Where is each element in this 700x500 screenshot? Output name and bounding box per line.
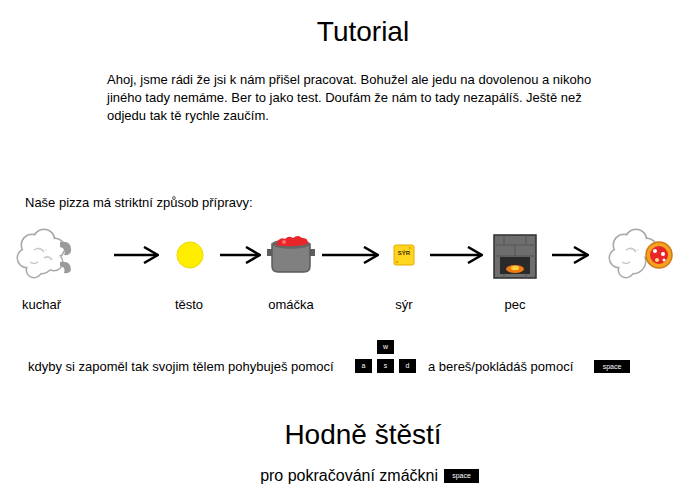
chef-detail: [622, 248, 636, 263]
oven-station: pec: [482, 228, 548, 318]
key-label: s: [377, 359, 394, 373]
chef-outline: [18, 230, 64, 277]
chef-hand: [60, 242, 71, 274]
intro-text: Ahoj, jsme rádi že jsi k nám přišel prac…: [107, 71, 617, 125]
sauce: [276, 236, 308, 246]
key-cap: w: [377, 340, 394, 354]
heading-text: Hodně štěstí: [163, 417, 563, 453]
oven-bricks: [494, 235, 536, 278]
pizza-topping: [661, 252, 665, 256]
prompt-text: pro pokračování zmáčkni: [260, 465, 438, 487]
sauce-station: omáčka: [260, 228, 322, 318]
oven-icon: [494, 235, 536, 278]
sauce-pot-icon: [267, 236, 315, 272]
cheese-hole: [409, 247, 412, 250]
chef-fill: [18, 230, 64, 277]
arrow: [552, 254, 588, 257]
sauce-shine: [282, 240, 286, 244]
pizza-topping: [653, 249, 657, 253]
pizza-topping: [663, 259, 666, 262]
chef-icon: [18, 230, 71, 277]
pizza: [646, 242, 672, 268]
key-cap: a: [355, 359, 372, 373]
key-label: space: [444, 469, 479, 483]
instruction-text: kdyby si zapoměl tak svojim tělem pohybu…: [28, 358, 334, 376]
flow-arrow: [220, 254, 260, 257]
chef-station: kuchař: [10, 228, 114, 318]
oven-mouth: [500, 257, 530, 274]
key-cap: space: [594, 360, 630, 373]
key-label: w: [377, 340, 394, 354]
key-label: d: [399, 359, 416, 373]
oven-fire: [506, 265, 524, 273]
title: Tutorial: [163, 14, 563, 50]
key-cap: space: [444, 469, 479, 483]
oven-body: [494, 235, 536, 278]
station-label: omáčka: [260, 296, 322, 314]
chef-puff: [27, 263, 41, 277]
flow-arrow: [114, 254, 158, 257]
oven-fire-core: [511, 266, 519, 270]
chef-with-pizza-icon: [610, 230, 672, 277]
cheese-station: SÝR sýr: [378, 228, 430, 318]
flow-arrow: [430, 254, 482, 257]
station-label: kuchař: [22, 296, 61, 314]
dough-icon: [177, 242, 203, 268]
key-label: a: [355, 359, 372, 373]
instruction-text: a bereš/pokládáš pomocí: [428, 358, 573, 376]
pizza-topping: [655, 258, 659, 262]
chef-puff: [619, 263, 633, 277]
station-label: sýr: [378, 296, 430, 314]
chef-puff: [27, 263, 41, 277]
instruction-text: Naše pizza má striktní způsob přípravy:: [25, 194, 253, 212]
chef-puff: [619, 263, 633, 277]
pizza-sauce: [650, 246, 668, 264]
key-label: space: [594, 360, 630, 373]
cheese-hole: [396, 261, 399, 264]
key-cap: d: [399, 359, 416, 373]
station-label: pec: [482, 296, 548, 314]
chef-detail: [30, 248, 52, 263]
key-cap: s: [377, 359, 394, 373]
flow-arrow: [322, 254, 378, 257]
station-label: SÝR: [378, 250, 430, 257]
dough-station: těsto: [158, 228, 220, 318]
station-label: těsto: [158, 296, 220, 314]
